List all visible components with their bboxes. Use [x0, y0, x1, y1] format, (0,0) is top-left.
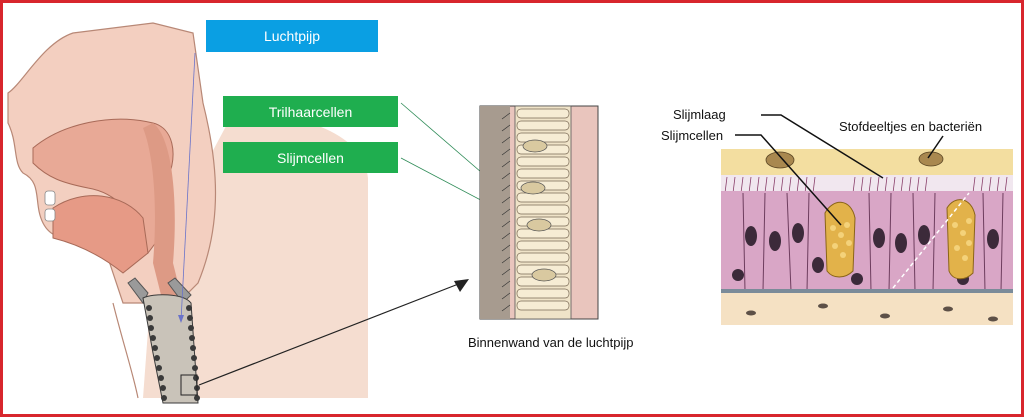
mucus-layer-label: Slijmlaag	[673, 107, 726, 122]
cilia-cells-callout: Trilhaarcellen	[223, 96, 398, 127]
mucus-layer-leader	[761, 114, 884, 179]
epithelium-illustration	[721, 149, 1013, 325]
mucus-cells-leader	[735, 134, 842, 226]
magnify-arrow	[198, 282, 462, 386]
mucus-cells-label: Slijmcellen	[661, 128, 724, 143]
mucus-cells-callout: Slijmcellen	[223, 142, 398, 173]
trachea-callout: Luchtpijp	[206, 20, 378, 52]
inner-wall-illustration	[479, 105, 599, 320]
particles-label: Stofdeeltjes en bacteriën	[839, 119, 983, 134]
trachea-pointer-line	[180, 52, 196, 322]
particles-leader	[927, 135, 944, 159]
diagram-artwork	[7, 22, 1013, 404]
inner-wall-caption: Binnenwand van de luchtpijp	[468, 335, 634, 350]
head-illustration	[7, 22, 368, 404]
